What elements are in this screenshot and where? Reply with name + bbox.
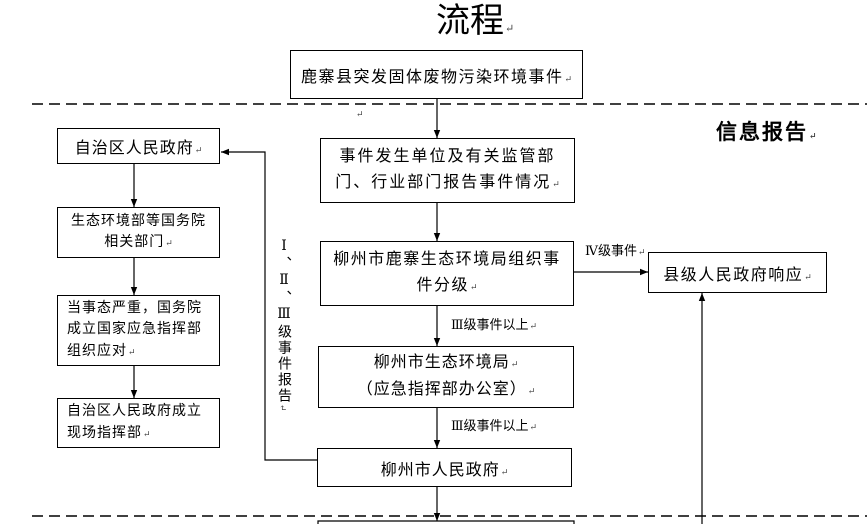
classification-box: 柳州市鹿寨生态环境局组织事 件分级↵ bbox=[320, 241, 574, 306]
classification-line-2-wrap: 件分级↵ bbox=[416, 273, 477, 300]
report-line-1: 事件发生单位及有关监管部 bbox=[339, 148, 556, 165]
state-council-line-2: 成立国家应急指挥部 bbox=[67, 322, 202, 338]
field-command-line-1: 自治区人民政府成立 bbox=[67, 404, 202, 419]
paragraph-mark: ↵ bbox=[529, 422, 538, 432]
ministry-line-2: 相关部门 bbox=[104, 235, 165, 250]
city-bureau-line-1-wrap: 柳州市生态环境局↵ bbox=[374, 350, 519, 377]
start-event-line: 鹿寨县突发固体废物污染环境事件↵ bbox=[301, 63, 572, 87]
edge-label-level-iii-up-first-text: Ⅲ级事件以上 bbox=[451, 317, 529, 332]
edge-label-level-iv-text: Ⅳ级事件 bbox=[585, 243, 637, 258]
city-bureau-line-1: 柳州市生态环境局 bbox=[373, 354, 510, 371]
start-event-text: 鹿寨县突发固体废物污染环境事件 bbox=[300, 68, 564, 86]
state-council-line-3-wrap: 组织应对↵ bbox=[67, 341, 136, 364]
start-event-box: 鹿寨县突发固体废物污染环境事件↵ bbox=[290, 50, 583, 99]
paragraph-mark: ↵ bbox=[128, 346, 136, 357]
report-line-2: 门、行业部门报告事件情况 bbox=[335, 174, 552, 191]
page-title-text: 流程 bbox=[436, 3, 504, 40]
paragraph-mark: ↵ bbox=[165, 238, 173, 248]
report-box: 事件发生单位及有关监管部 门、行业部门报告事件情况↵ bbox=[320, 138, 575, 203]
paragraph-mark: ↵ bbox=[278, 404, 288, 412]
next-box-top-edge bbox=[317, 520, 575, 524]
region-government-box: 自治区人民政府↵ bbox=[57, 128, 220, 164]
state-council-line-1: 当事态严重，国务院 bbox=[67, 300, 202, 316]
classification-line-2: 件分级 bbox=[416, 277, 469, 294]
arrow-city-government-to-region-government bbox=[221, 148, 317, 461]
ministry-line-1: 生态环境部等国务院 bbox=[71, 213, 206, 229]
county-response-box: 县级人民政府响应↵ bbox=[648, 252, 827, 293]
city-bureau-box: 柳州市生态环境局↵ （应急指挥部办公室）↵ bbox=[318, 346, 574, 408]
paragraph-mark: ↵ bbox=[804, 271, 812, 282]
region-government-line: 自治区人民政府↵ bbox=[75, 134, 203, 158]
page-title: 流程↵ bbox=[436, 2, 514, 49]
paragraph-mark: ↵ bbox=[809, 131, 817, 141]
paragraph-mark: ↵ bbox=[194, 145, 203, 155]
state-council-box: 当事态严重，国务院 成立国家应急指挥部 组织应对↵ bbox=[57, 295, 220, 366]
paragraph-mark: ↵ bbox=[529, 321, 538, 331]
ministry-box: 生态环境部等国务院 相关部门↵ bbox=[57, 207, 220, 258]
classification-line-1: 柳州市鹿寨生态环境局组织事 bbox=[333, 251, 561, 268]
county-response-line: 县级人民政府响应↵ bbox=[663, 261, 812, 285]
field-command-line-2-wrap: 现场指挥部↵ bbox=[67, 423, 151, 446]
section-label-text: 信息报告 bbox=[716, 120, 808, 144]
paragraph-mark: ↵ bbox=[469, 282, 478, 292]
paragraph-mark: ↵ bbox=[356, 109, 364, 119]
section-label-info-report: 信息报告↵ bbox=[716, 119, 817, 149]
paragraph-mark: ↵ bbox=[143, 428, 151, 439]
county-response-text: 县级人民政府响应 bbox=[663, 266, 804, 284]
region-government-text: 自治区人民政府 bbox=[74, 140, 194, 157]
edge-label-level-iii-up-second-text: Ⅲ级事件以上 bbox=[451, 418, 529, 433]
paragraph-mark: ↵ bbox=[638, 247, 646, 257]
paragraph-mark: ↵ bbox=[500, 466, 509, 477]
city-bureau-line-2: （应急指挥部办公室） bbox=[356, 381, 527, 398]
field-command-line-2: 现场指挥部 bbox=[67, 425, 142, 441]
paragraph-mark: ↵ bbox=[527, 386, 536, 396]
paragraph-mark: ↵ bbox=[552, 179, 560, 189]
edge-label-levels-i-to-iii-report: Ⅰ、Ⅱ、Ⅲ级事件报告↵ bbox=[275, 238, 291, 412]
city-government-text: 柳州市人民政府 bbox=[380, 461, 500, 479]
state-council-line-3: 组织应对 bbox=[67, 343, 127, 359]
edge-label-level-iii-up-first: Ⅲ级事件以上↵ bbox=[451, 317, 537, 334]
city-bureau-line-2-wrap: （应急指挥部办公室）↵ bbox=[357, 377, 536, 404]
paragraph-mark: ↵ bbox=[564, 73, 573, 84]
edge-label-level-iv: Ⅳ级事件↵ bbox=[585, 243, 646, 260]
ministry-line-2-wrap: 相关部门↵ bbox=[104, 232, 173, 255]
edge-label-levels-i-to-iii-report-text: Ⅰ、Ⅱ、Ⅲ级事件报告 bbox=[276, 238, 291, 404]
field-command-box: 自治区人民政府成立 现场指挥部↵ bbox=[57, 398, 220, 448]
report-line-2-wrap: 门、行业部门报告事件情况↵ bbox=[335, 170, 560, 197]
edge-label-level-iii-up-second: Ⅲ级事件以上↵ bbox=[451, 418, 537, 435]
stray-paragraph-mark-wrap: ↵ bbox=[355, 107, 364, 120]
paragraph-mark: ↵ bbox=[505, 23, 515, 35]
paragraph-mark: ↵ bbox=[510, 359, 519, 369]
city-government-box: 柳州市人民政府↵ bbox=[317, 448, 572, 487]
city-government-line: 柳州市人民政府↵ bbox=[381, 456, 509, 480]
